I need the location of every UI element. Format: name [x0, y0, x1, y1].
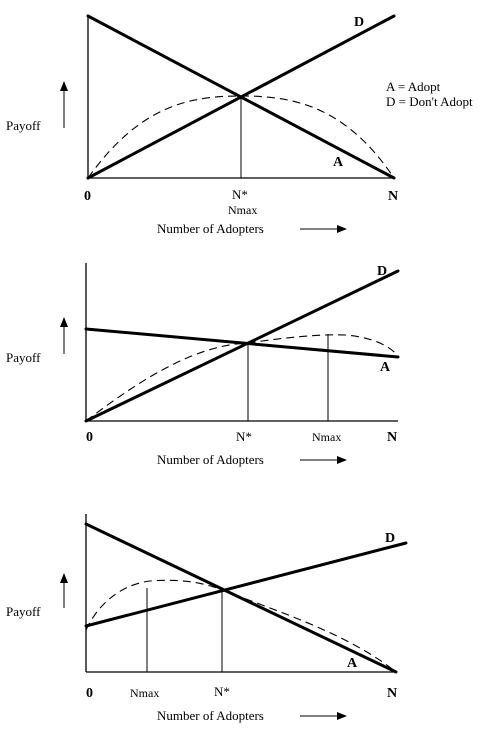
panel-1-nstar-label: N* — [232, 187, 248, 202]
panel-3-nstar-label: N* — [214, 684, 230, 699]
panel-1-nmax-label: Nmax — [228, 203, 257, 217]
legend-dont-adopt: D = Don't Adopt — [386, 94, 473, 109]
panel-1-xlabel: Number of Adopters — [157, 221, 264, 236]
panel-2-line-d — [84, 269, 400, 423]
legend-adopt: A = Adopt — [386, 79, 441, 94]
panel-2-line-a — [84, 327, 400, 359]
panel-3-line-d — [84, 541, 408, 628]
panel-1-line-a — [86, 14, 396, 180]
panel-1-line-a-label: A — [333, 155, 344, 170]
panel-3-xlabel: Number of Adopters — [157, 708, 264, 723]
panel-2-line-a-label: A — [380, 360, 391, 375]
panel-3-total-payoff-curve — [85, 579, 397, 673]
panel-2-line-d-label: D — [377, 264, 387, 279]
panel-1-end-label: N — [388, 189, 398, 204]
panel-1: D A Payoff 0 N N* Nmax Number of Adopter… — [6, 14, 473, 236]
panel-3-line-a — [84, 522, 398, 674]
panel-3-nmax-label: Nmax — [130, 686, 159, 700]
panel-2-origin-label: 0 — [86, 430, 93, 445]
panel-3-ylabel: Payoff — [6, 604, 41, 619]
panel-3-end-label: N — [387, 686, 397, 701]
panel-3-origin-label: 0 — [86, 686, 93, 701]
panel-2-total-payoff-curve — [85, 334, 399, 422]
panel-3-line-a-label: A — [347, 656, 358, 671]
panel-1-line-d-label: D — [354, 15, 364, 30]
panel-2-ylabel: Payoff — [6, 350, 41, 365]
panel-3-line-d-label: D — [385, 531, 395, 546]
panel-1-ylabel: Payoff — [6, 118, 41, 133]
panel-2-nstar-label: N* — [236, 429, 252, 444]
panel-2-nmax-label: Nmax — [312, 430, 341, 444]
panel-2-xlabel: Number of Adopters — [157, 452, 264, 467]
panel-2-end-label: N — [387, 430, 397, 445]
panel-2: D A Payoff 0 N N* Nmax Number of Adopter… — [6, 263, 400, 467]
panel-3: D A Payoff 0 N Nmax N* Number of Adopter… — [6, 514, 408, 723]
panel-1-origin-label: 0 — [84, 189, 91, 204]
